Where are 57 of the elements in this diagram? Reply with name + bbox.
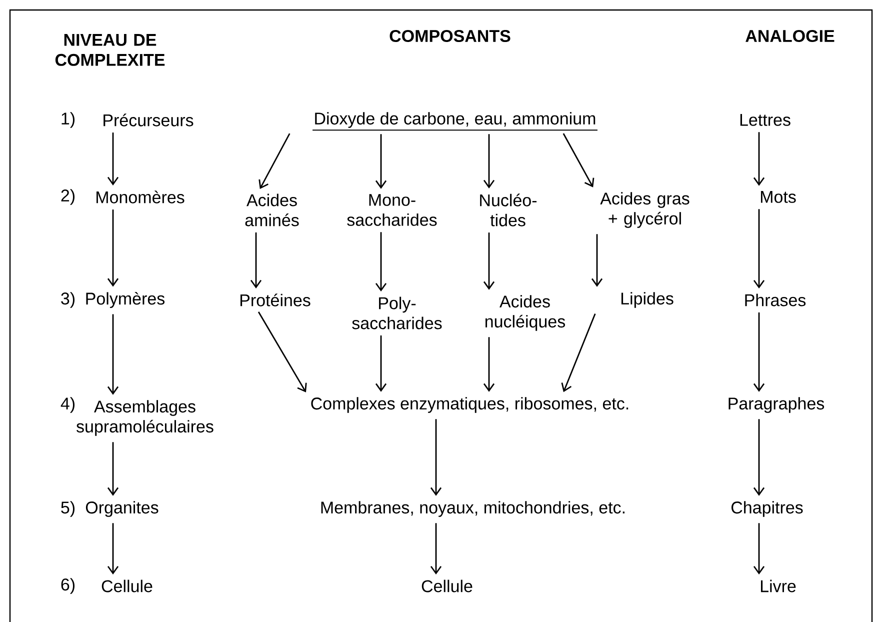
row-number: 6) (61, 578, 74, 594)
node-text: Membranes, noyaux, mitochondries, etc. (321, 501, 624, 517)
arrow (753, 209, 765, 289)
arrow (375, 335, 387, 392)
node-text: Nucléo- tides (480, 194, 537, 226)
arrow (258, 312, 307, 392)
arrow (753, 312, 765, 392)
node-text: Cellule (422, 580, 472, 592)
node-text: Organites (86, 501, 158, 517)
row-number: 5) (61, 501, 74, 517)
node-text: Complexes enzymatiques, ribosomes, etc. (311, 397, 628, 413)
node-text: Monomères (96, 190, 184, 204)
arrow (483, 232, 495, 290)
node-text: Phrases (745, 294, 806, 306)
node-text: Chapitres (732, 501, 803, 517)
arrow (107, 210, 119, 287)
arrow (258, 133, 290, 190)
node-text: Assemblages supramoléculaires (76, 400, 214, 436)
row-number: 1) (62, 112, 74, 128)
node-text: Acides aminés (245, 194, 299, 226)
arrow (107, 523, 119, 575)
arrow (107, 442, 119, 496)
arrow (483, 134, 495, 188)
arrow (430, 419, 442, 496)
arrow (483, 337, 495, 392)
arrow (375, 134, 387, 189)
node-text: Mots (760, 191, 796, 203)
column-heading: ANALOGIE (746, 30, 834, 42)
arrow (561, 314, 596, 392)
arrow (753, 523, 765, 575)
node-text: Cellule (102, 580, 152, 592)
arrow (591, 234, 603, 287)
column-heading: NIVEAU DE COMPLEXITE (55, 34, 165, 66)
node-text: Lipides (621, 292, 674, 308)
node-text: Livre (760, 580, 796, 592)
node-text: Acides gras + glycérol (600, 192, 690, 228)
node-text: Paragraphes (728, 397, 824, 413)
arrow (430, 523, 442, 575)
column-heading: COMPOSANTS (390, 30, 510, 42)
arrow (107, 132, 119, 186)
node-text: Précurseurs (104, 114, 194, 126)
row-number: 4) (60, 397, 74, 413)
arrow (562, 133, 594, 188)
underlined-text: Dioxyde de carbone, eau, ammonium (312, 112, 598, 131)
node-text: Lettres (740, 114, 790, 126)
node-text: Polymères (86, 292, 165, 308)
node-text: Mono- saccharides (347, 194, 437, 226)
arrow (375, 232, 387, 292)
node-text: Acides nucléiques (486, 295, 565, 331)
node-text: Poly- saccharides (352, 296, 442, 330)
arrow (107, 314, 119, 395)
arrow (753, 132, 765, 186)
arrow (250, 232, 262, 288)
node-text: Protéines (240, 294, 310, 306)
row-number: 3) (61, 292, 74, 308)
arrow (753, 419, 765, 496)
row-number: 2) (61, 189, 74, 205)
